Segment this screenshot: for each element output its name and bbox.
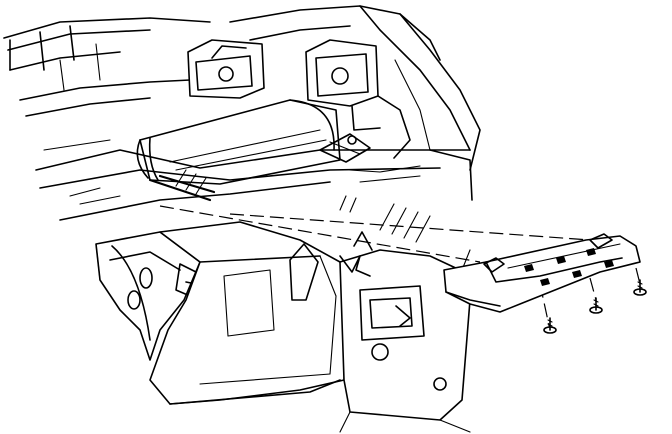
- screw-middle: [589, 297, 603, 314]
- screw-right: [633, 279, 647, 296]
- vehicle-rear-structure: [3, 5, 481, 221]
- screw-left: [543, 317, 557, 334]
- rear-seat-crossmember: [95, 221, 471, 433]
- fuel-tank-shield-panel: [443, 233, 641, 313]
- panel-screws: [543, 279, 647, 334]
- seat-belt-anchor-bracket: [148, 169, 431, 243]
